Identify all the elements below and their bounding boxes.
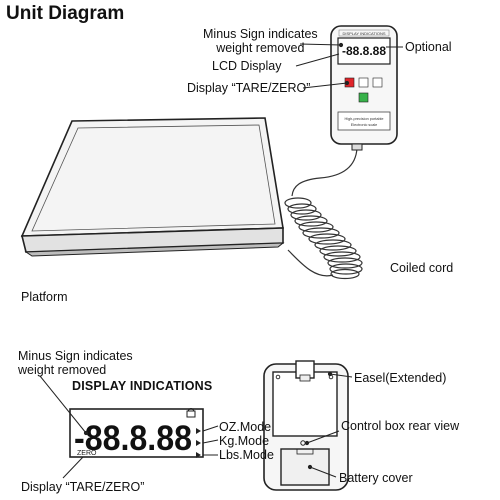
- battery-cover: [280, 448, 330, 486]
- scale-platform: [20, 117, 285, 257]
- control-box-panel-line-2: Electronic scale: [351, 123, 378, 127]
- battery-cover-callout: Battery cover: [339, 471, 413, 485]
- display-indications-panel: [69, 408, 204, 458]
- lcd-readout: -88.8.88: [74, 419, 192, 458]
- control-box-rear: [263, 360, 349, 491]
- platform-callout: Platform: [21, 290, 68, 304]
- display-indications-heading: DISPLAY INDICATIONS: [72, 379, 213, 393]
- optional-callout: Optional: [405, 40, 452, 54]
- minus-sign-callout-bottom-line-2: weight removed: [18, 363, 107, 377]
- coiled-cord-callout: Coiled cord: [390, 261, 454, 275]
- mode-label-oz: OZ.Mode: [219, 420, 272, 434]
- zero-label: ZERO: [77, 450, 97, 457]
- control-box-front: [330, 25, 398, 151]
- control-box-header: DISPLAY INDICATIONS: [342, 31, 385, 36]
- control-box-rear-callout: Control box rear view: [341, 419, 460, 433]
- power-button: [358, 92, 369, 103]
- bottom-leader-lines: [39, 375, 219, 479]
- tare-zero-callout-top: Display “TARE/ZERO”: [187, 81, 311, 95]
- easel: [272, 371, 338, 437]
- mode-label-lbs: Lbs.Mode: [219, 448, 274, 462]
- minus-sign-callout-top-line-1: Minus Sign indicates: [203, 27, 318, 41]
- top-leader-lines: [295, 42, 403, 89]
- control-box-lcd-readout: -88.8.88: [342, 44, 386, 58]
- minus-sign-callout-bottom-line-1: Minus Sign indicates: [18, 349, 133, 363]
- diagram-title: Unit Diagram: [6, 3, 125, 24]
- tare-zero-callout-bottom: Display “TARE/ZERO”: [21, 480, 145, 494]
- coiled-cord: [284, 147, 363, 280]
- mode-label-kg: Kg.Mode: [219, 434, 270, 448]
- lcd-display-callout: LCD Display: [212, 59, 282, 73]
- rear-leader-lines: [304, 371, 353, 478]
- control-box-panel-line-1: High-precision portable: [344, 117, 383, 121]
- minus-sign-callout-bottom: Minus Sign indicates weight removed: [18, 349, 133, 377]
- minus-sign-callout-top: Minus Sign indicates weight removed: [203, 27, 318, 55]
- easel-callout: Easel(Extended): [354, 371, 447, 385]
- minus-sign-callout-top-line-2: weight removed: [216, 41, 305, 55]
